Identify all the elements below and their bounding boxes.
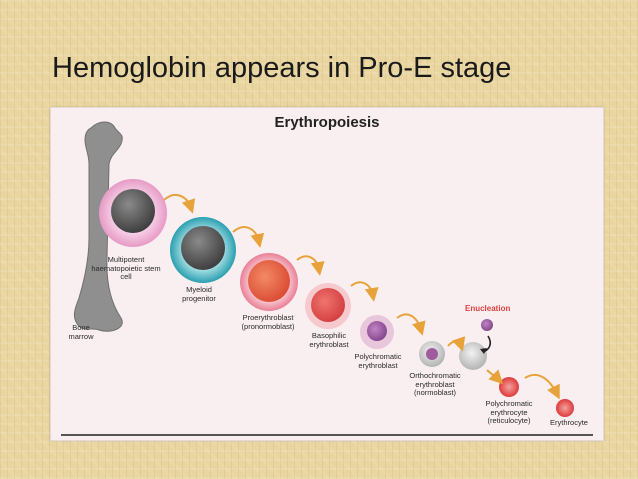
slide-title: Hemoglobin appears in Pro-E stage: [52, 52, 512, 84]
basophilic-erythroblast-icon: [305, 283, 351, 329]
diagram-baseline: [61, 434, 593, 436]
proerythroblast-label: Proerythroblast (pronormoblast): [241, 313, 295, 331]
diagram-title: Erythropoiesis: [274, 114, 380, 131]
bone-icon: [73, 121, 123, 332]
polychromatic-erythroblast-icon: [360, 315, 394, 349]
bone-marrow-label: Bone marrow: [68, 323, 94, 341]
myeloid-progenitor-icon: [170, 217, 236, 283]
erythropoiesis-diagram: Erythropoiesis Bone marrow Multipotent h…: [50, 107, 604, 441]
enucleation-label: Enucleation: [465, 304, 511, 313]
orthochromatic-erythroblast-icon: [419, 341, 445, 367]
stem-cell-label: Multipotent haematopoietic stem cell: [91, 255, 161, 281]
erythrocyte-label: Erythrocyte: [550, 418, 588, 427]
reticulocyte-icon: [499, 377, 519, 397]
erythrocyte-icon: [556, 399, 574, 417]
myeloid-progenitor-label: Myeloid progenitor: [182, 285, 216, 303]
enucleation-icon: [459, 319, 493, 370]
proerythroblast-icon: [240, 253, 298, 311]
basophilic-label: Basophilic erythroblast: [309, 331, 349, 349]
diagram-graphics: [73, 121, 574, 417]
polychromatic-label: Polychromatic erythroblast: [354, 352, 402, 370]
progression-arrows: [163, 193, 560, 400]
reticulocyte-label: Polychromatic erythrocyte (reticulocyte): [485, 399, 533, 425]
orthochromatic-label: Orthochromatic erythroblast (normoblast): [409, 371, 461, 397]
stem-cell-icon: [99, 179, 167, 247]
